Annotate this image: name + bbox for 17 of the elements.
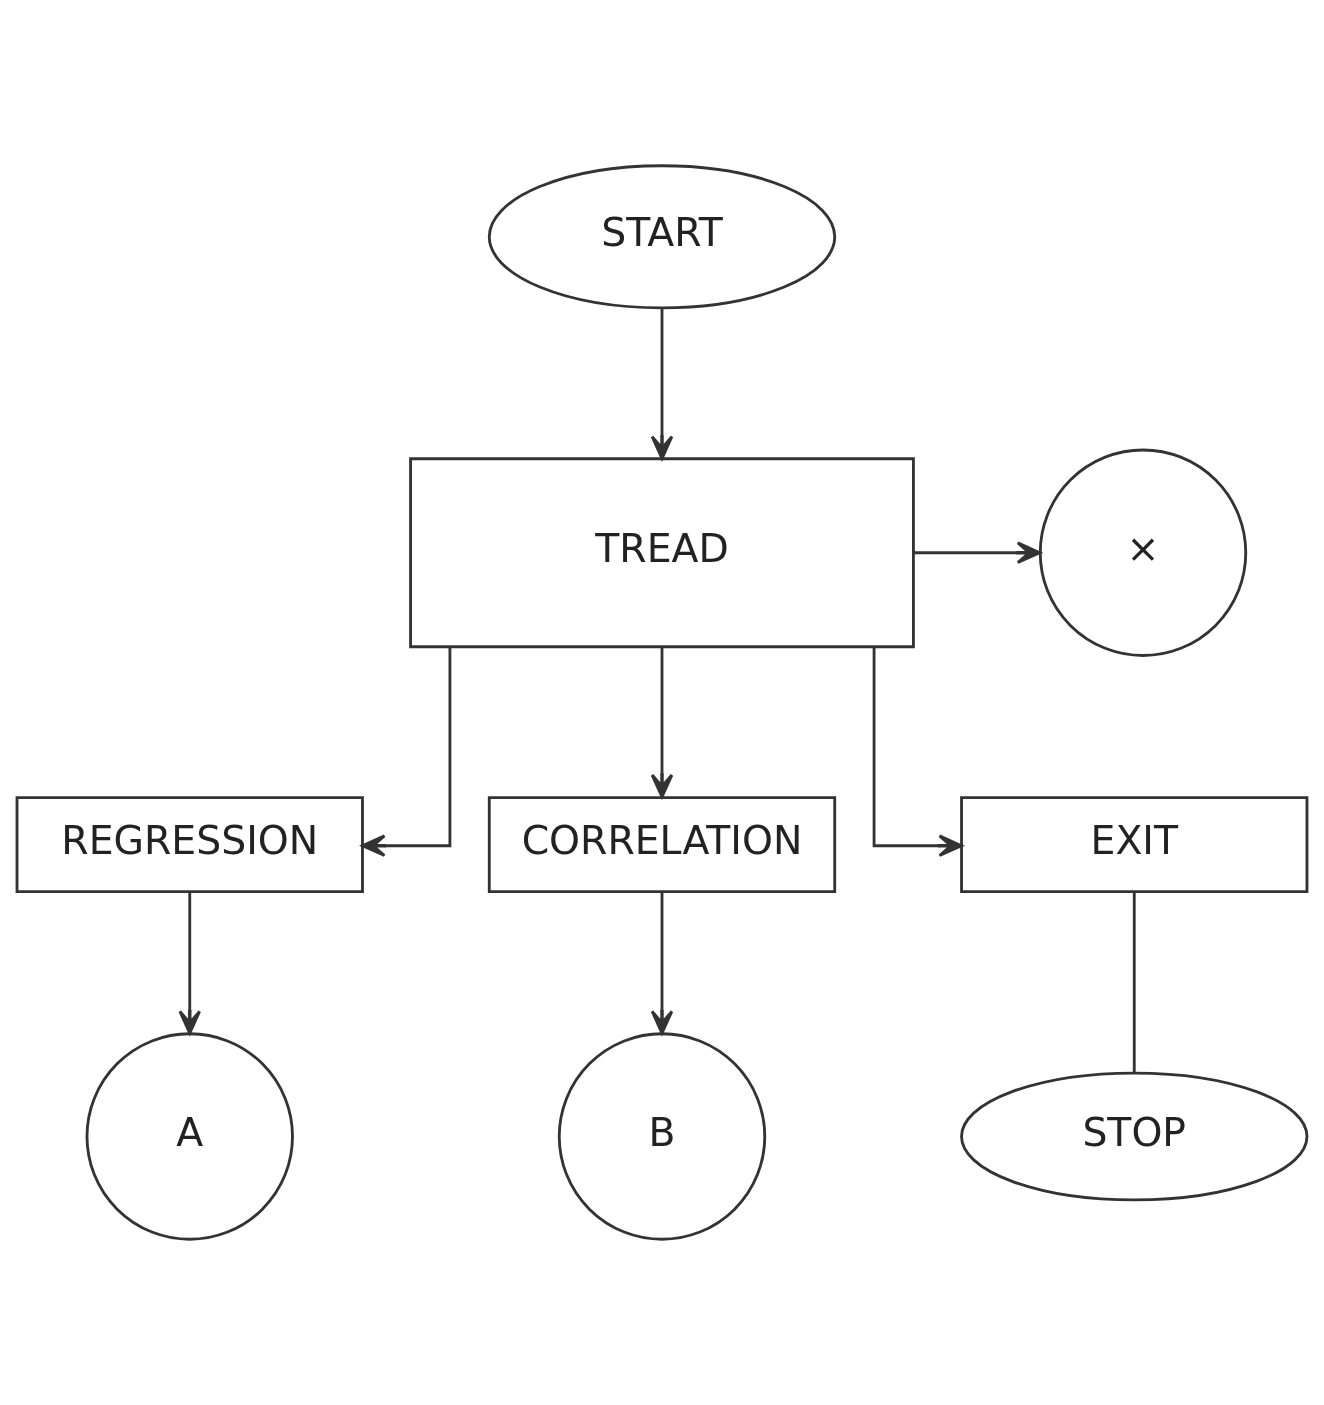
node-box: EXIT bbox=[960, 796, 1309, 894]
node-box: TREAD bbox=[409, 457, 915, 649]
arrow bbox=[361, 647, 452, 857]
node-box: CORRELATION bbox=[487, 796, 837, 894]
node-circle: B bbox=[557, 1032, 767, 1241]
arrow bbox=[178, 892, 201, 1035]
node-ellipse: STOP bbox=[960, 1071, 1309, 1202]
node-circle: × bbox=[1038, 448, 1248, 657]
arrow bbox=[650, 892, 674, 1035]
arrow bbox=[650, 308, 674, 460]
arrow bbox=[913, 541, 1042, 564]
node-circle: A bbox=[85, 1032, 294, 1241]
node-ellipse: START bbox=[487, 164, 837, 310]
connector bbox=[1132, 892, 1136, 1073]
arrow bbox=[872, 647, 963, 857]
arrow bbox=[650, 647, 674, 799]
node-box: REGRESSION bbox=[15, 796, 364, 894]
